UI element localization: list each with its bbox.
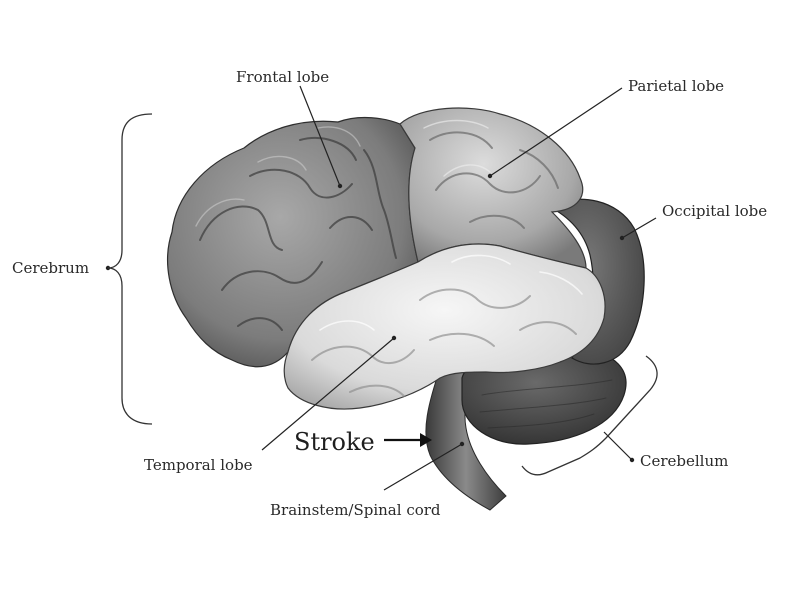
stroke-label: Stroke bbox=[294, 428, 375, 456]
frontal-dot bbox=[338, 184, 342, 188]
temporal-lobe-label: Temporal lobe bbox=[144, 456, 253, 474]
cerebellum-label: Cerebellum bbox=[640, 452, 728, 470]
frontal-lobe-label: Frontal lobe bbox=[236, 68, 329, 86]
cerebrum-bracket bbox=[108, 114, 152, 424]
cerebrum-label: Cerebrum bbox=[12, 259, 89, 277]
brainstem-label: Brainstem/Spinal cord bbox=[270, 501, 441, 519]
parietal-dot bbox=[488, 174, 492, 178]
temporal-dot bbox=[392, 336, 396, 340]
brainstem-dot bbox=[460, 442, 464, 446]
stroke-arrow bbox=[384, 433, 432, 447]
cerebellum-dot bbox=[630, 458, 634, 462]
occipital-lobe-label: Occipital lobe bbox=[662, 202, 767, 220]
occipital-dot bbox=[620, 236, 624, 240]
parietal-lobe-label: Parietal lobe bbox=[628, 77, 724, 95]
